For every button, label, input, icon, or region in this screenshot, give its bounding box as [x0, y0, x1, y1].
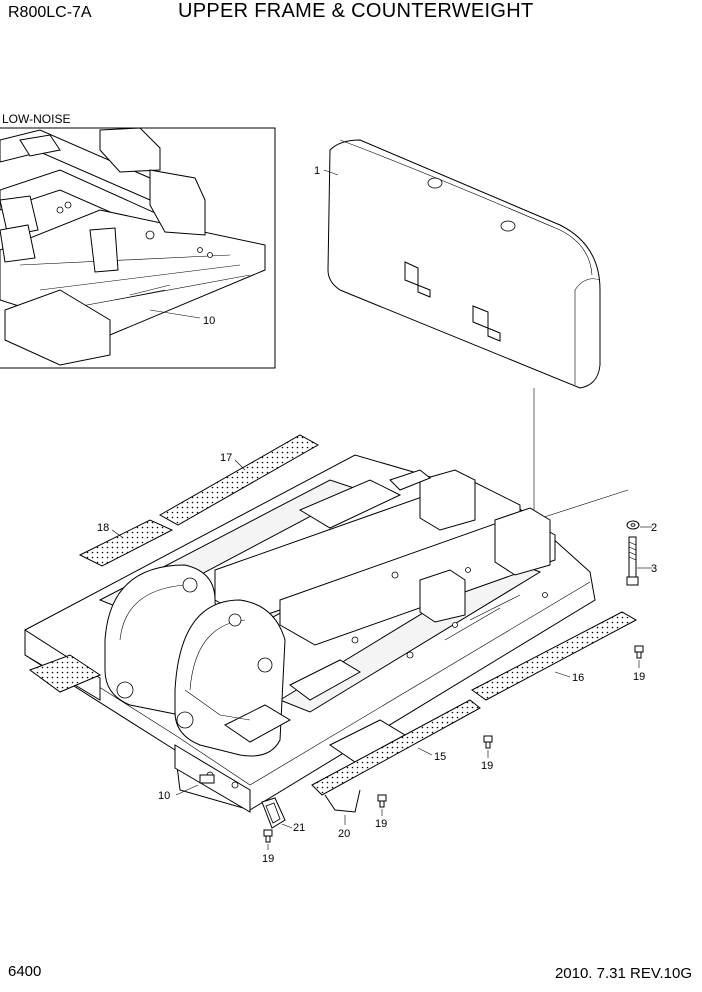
inset-frame-detail	[0, 127, 276, 369]
callout-washer: 2	[651, 522, 657, 534]
callout-bolt-19-b: 19	[481, 760, 493, 772]
callout-bolt: 3	[651, 563, 657, 575]
upper-frame	[24, 454, 596, 813]
callout-handle-20: 20	[338, 828, 350, 840]
model-number: R800LC-7A	[8, 4, 92, 21]
handle-20	[324, 789, 361, 813]
callout-step-18: 18	[97, 522, 109, 534]
step-plate-17	[158, 434, 320, 526]
bolt-19-a	[634, 645, 644, 659]
handle-21	[261, 797, 286, 829]
callout-upper-frame: 10	[158, 790, 170, 802]
counterweight	[327, 139, 601, 389]
step-plate-15	[311, 699, 481, 796]
washer	[626, 520, 640, 530]
bolt	[626, 536, 639, 586]
callout-step-17: 17	[220, 452, 232, 464]
inset-label: LOW-NOISE	[2, 112, 71, 126]
callout-step-16: 16	[572, 672, 584, 684]
callout-inset-frame: 10	[203, 315, 215, 327]
callout-handle-21: 21	[293, 822, 305, 834]
callout-bolt-19-a: 19	[633, 671, 645, 683]
callout-bolt-19-d: 19	[262, 853, 274, 865]
callout-step-15: 15	[434, 751, 446, 763]
step-plate-18	[78, 519, 174, 567]
bolt-19-d	[263, 829, 273, 843]
bolt-19-c	[377, 794, 387, 808]
page-number: 6400	[8, 963, 42, 980]
callout-bolt-19-c: 19	[375, 818, 387, 830]
page-title: UPPER FRAME & COUNTERWEIGHT	[178, 0, 534, 22]
step-plate-16	[471, 611, 638, 701]
bolt-19-b	[483, 735, 493, 749]
revision-date: 2010. 7.31 REV.10G	[554, 965, 692, 982]
callout-counterweight: 1	[314, 165, 320, 177]
